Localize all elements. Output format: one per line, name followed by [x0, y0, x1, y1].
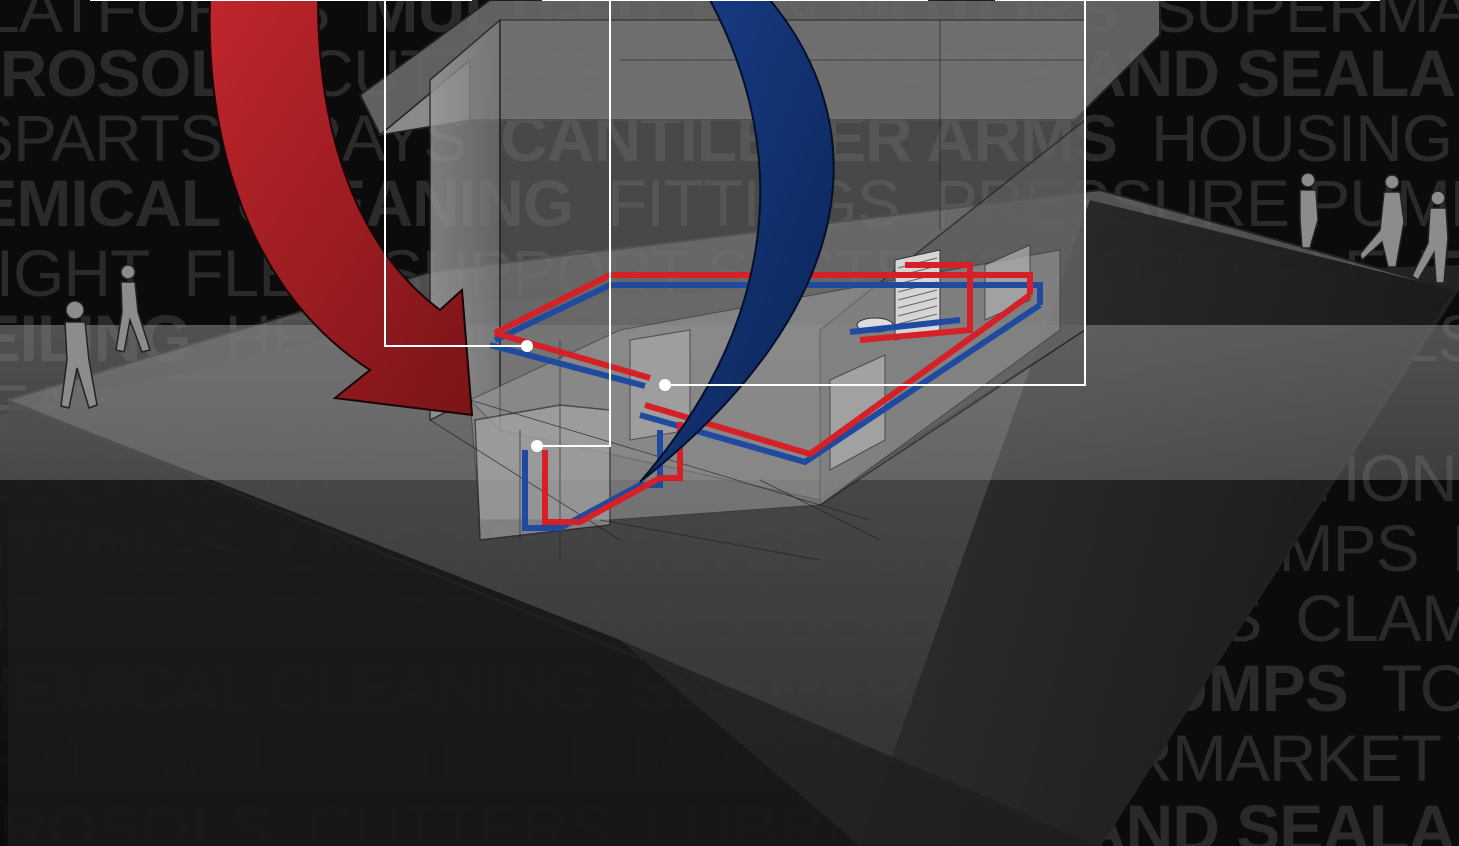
person-icon — [1300, 173, 1318, 248]
person-icon — [1360, 175, 1404, 267]
